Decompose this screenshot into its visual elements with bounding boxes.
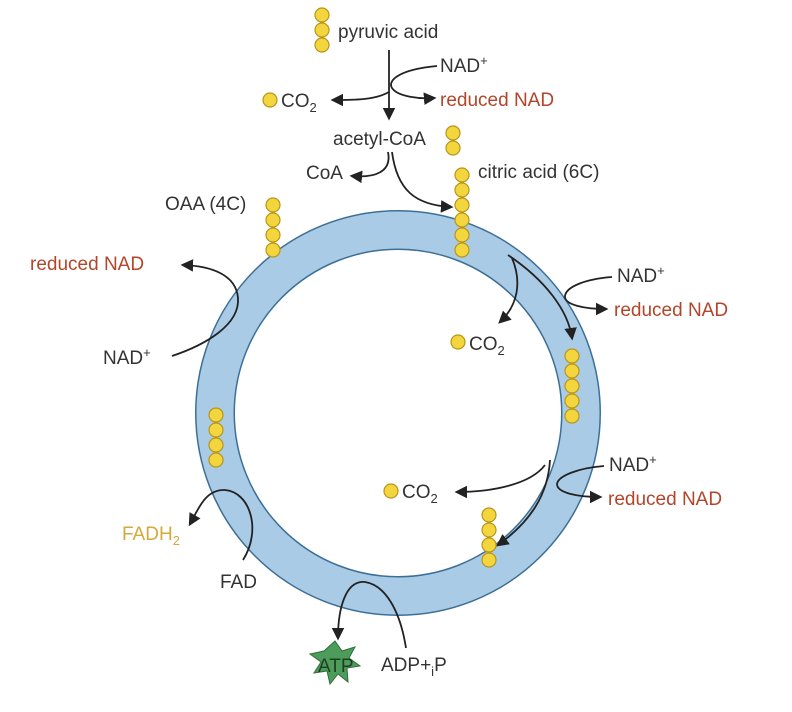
nad-plus-label-right-2: NAD+ [609,452,657,476]
co2-molecule-right-2 [383,483,399,499]
nad-reduction-arrow-top [390,65,438,105]
four-carbon-molecule-bottom-right [481,507,497,568]
fad-label: FAD [220,572,257,593]
cycle-step-arrow-1 [507,254,577,341]
co2-label-right-2: CO2 [402,482,438,506]
co2-molecule-right-1 [450,334,466,350]
pyruvic-acid-molecule [314,7,330,53]
nad-reduction-arrow-left [171,259,239,357]
atp-label: ATP [318,656,354,677]
reduced-nad-label-left: reduced NAD [30,254,144,275]
acetyl-to-citrate-arrow [391,151,454,213]
reduced-nad-label-top: reduced NAD [440,90,554,111]
coa-release-arrow [349,151,390,184]
adp-pi-label: ADP+iP [381,655,447,679]
acetyl-coa-molecule [445,125,461,156]
co2-release-arrow-right-2 [454,464,546,499]
four-carbon-molecule-left [208,407,224,468]
citric-acid-label: citric acid (6C) [478,162,599,183]
nad-reduction-arrow-right-2 [556,465,605,504]
co2-molecule-top [262,92,278,108]
citric-acid-molecule [454,167,470,258]
nad-reduction-arrow-right-1 [564,276,613,316]
co2-label-right-1: CO2 [469,334,505,358]
pyruvic-acid-label: pyruvic acid [338,22,438,43]
reduced-nad-label-right-1: reduced NAD [614,300,728,321]
co2-release-arrow-right-1 [498,257,519,324]
oaa-molecule [265,197,281,258]
co2-release-arrow-top [330,91,390,107]
cycle-ring-fill [196,211,600,615]
cycle-step-arrow-2 [495,459,551,547]
atp-star-icon [308,640,362,686]
reduced-nad-label-right-2: reduced NAD [608,489,722,510]
fad-reduction-arrow [188,489,254,561]
coa-label: CoA [306,163,343,184]
five-carbon-molecule [564,348,580,424]
acetyl-coa-label: acetyl-CoA [333,129,426,150]
nad-plus-label-right-1: NAD+ [617,263,665,287]
nad-plus-label-left: NAD+ [103,345,151,369]
co2-label-top: CO2 [281,91,317,115]
oaa-label: OAA (4C) [165,194,246,215]
fadh2-label: FADH2 [122,524,180,548]
nad-plus-label-top: NAD+ [440,53,488,77]
atp-production-arrow [331,581,407,649]
